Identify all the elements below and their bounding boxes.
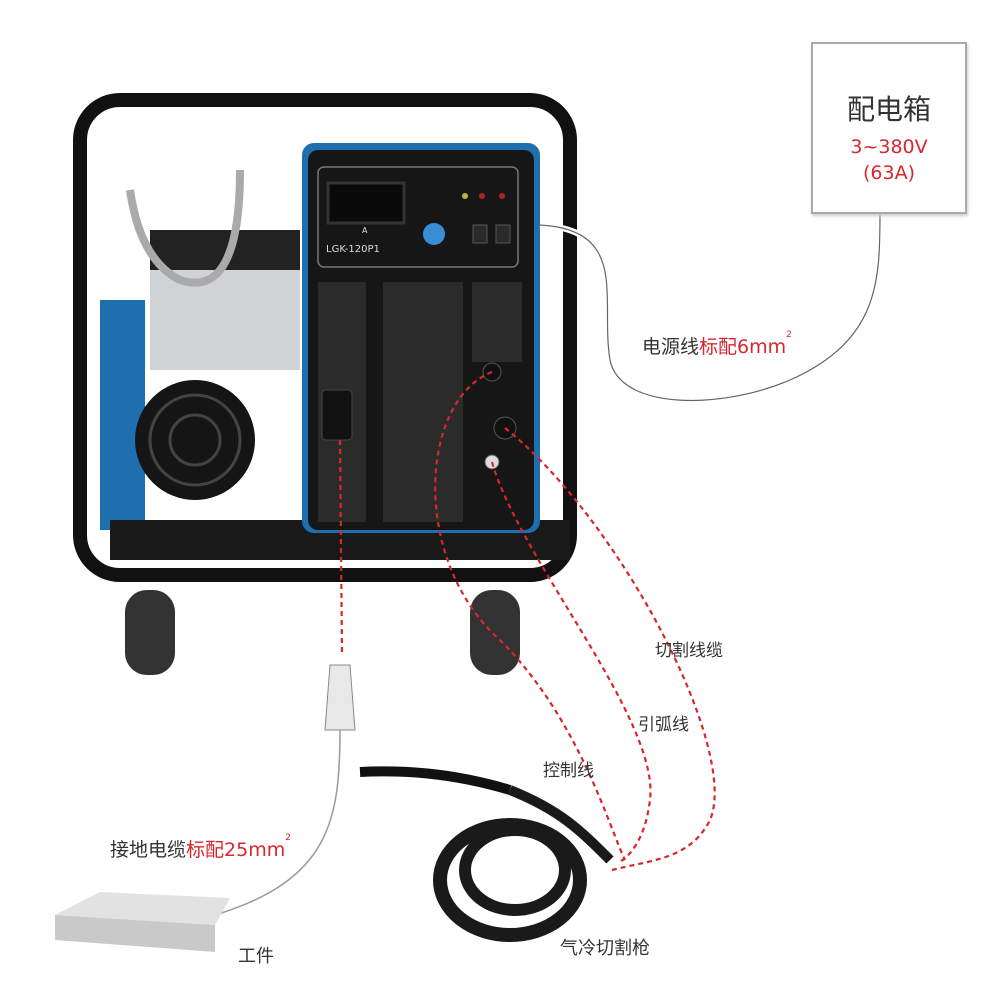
power-cable-label: 电源线标配6mm2 — [642, 330, 792, 359]
air-hose — [126, 169, 244, 287]
control-cable-label: 控制线 — [543, 761, 594, 781]
display-unit-label: A — [362, 226, 368, 235]
power-cable-name: 电源线 — [642, 336, 700, 358]
distribution-box: 配电箱 3~380V (63A) — [811, 42, 967, 214]
distribution-box-voltage: 3~380V — [850, 136, 928, 158]
air-switch[interactable] — [495, 224, 511, 244]
workpiece-label: 工件 — [238, 946, 274, 967]
power-cable — [539, 209, 883, 404]
power-cable-sup: 2 — [786, 330, 792, 340]
distribution-box-title: 配电箱 — [846, 93, 931, 126]
air-led — [499, 193, 505, 199]
cutting-cable-label: 切割线缆 — [655, 641, 723, 661]
current-knob[interactable] — [423, 223, 445, 245]
ground-socket — [321, 389, 353, 441]
ground-plug — [324, 664, 356, 731]
compressor-fan — [135, 380, 255, 500]
ground-cable-spec: 标配25mm — [186, 839, 286, 861]
ground-cable-sup: 2 — [285, 833, 291, 843]
side-panel — [100, 300, 145, 530]
power-cable-spec: 标配6mm — [699, 336, 787, 358]
ground-cable — [214, 729, 341, 916]
warning-led — [479, 193, 485, 199]
torch-label: 气冷切割枪 — [560, 938, 650, 959]
cart-frame — [73, 93, 577, 582]
workpiece — [55, 915, 215, 952]
mode-switch[interactable] — [472, 224, 488, 244]
pilot-arc-cable-label: 引弧线 — [638, 715, 689, 735]
wheels — [125, 590, 520, 675]
connection-lines — [338, 370, 716, 872]
current-display — [326, 181, 406, 225]
model-label: LGK-120P1 — [326, 244, 380, 255]
distribution-box-current: (63A) — [863, 162, 915, 184]
ground-cable-label: 接地电缆标配25mm2 — [110, 833, 291, 862]
ground-cable-name: 接地电缆 — [110, 839, 187, 861]
torch-handle — [359, 766, 512, 795]
power-led — [462, 193, 468, 199]
